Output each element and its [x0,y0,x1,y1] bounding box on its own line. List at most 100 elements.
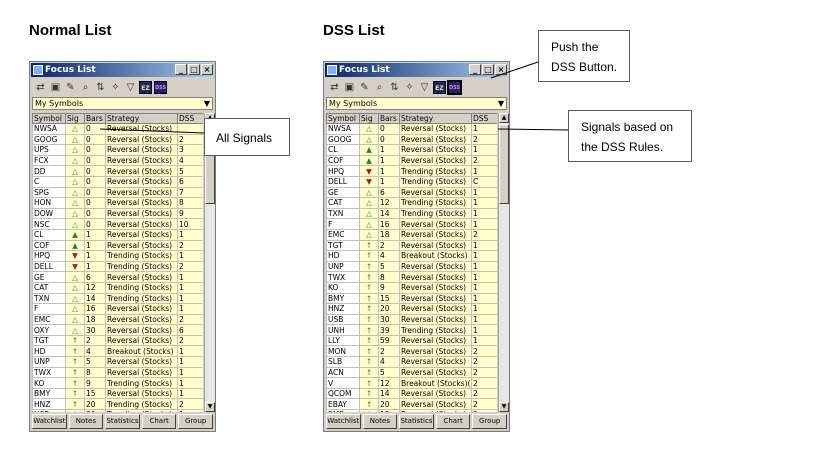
chevron-down-icon[interactable]: ▼ [203,99,210,108]
tab-chart[interactable]: Chart [435,414,471,429]
minimize-button[interactable]: _ [469,64,481,75]
tab-notes[interactable]: Notes [362,414,398,429]
signal-up-icon: ↑ [365,399,373,409]
callout-all-signals-text: All Signals [216,131,273,145]
signal-up-icon: △ [72,272,78,282]
minimize-button[interactable]: _ [175,64,187,75]
tab-chart[interactable]: Chart [141,414,177,429]
close-button[interactable]: × [201,64,213,75]
maximize-button[interactable]: □ [188,64,200,75]
sort-icon[interactable]: ⇅ [390,81,399,93]
filter-icon[interactable]: ▽ [126,81,135,93]
tab-group[interactable]: Group [472,414,507,429]
col-header-dss[interactable]: DSS [177,113,203,124]
ez-icon[interactable]: EZ [433,80,446,94]
scroll-thumb[interactable] [499,124,509,204]
dss-cell: 1 [177,292,203,305]
scroll-up-icon[interactable]: ▲ [499,113,509,123]
arrows-icon[interactable]: ⇄ [330,81,339,93]
wand-icon[interactable]: ✧ [111,81,120,93]
tab-group[interactable]: Group [178,414,213,429]
tab-watchlist[interactable]: Watchlist [326,414,361,429]
window-titlebar[interactable]: Focus List _ □ × [31,63,214,77]
window-titlebar[interactable]: Focus List _ □ × [325,63,508,77]
maximize-button[interactable]: □ [482,64,494,75]
pencil-icon[interactable]: ✎ [66,81,75,93]
col-header-dss[interactable]: DSS [471,113,497,124]
pencil-icon[interactable]: ✎ [360,81,369,93]
dss-cell: 1 [471,303,497,315]
tab-statistics[interactable]: Statistics [399,414,434,429]
dss-icon[interactable]: DSS [154,80,167,94]
tab-watchlist[interactable]: Watchlist [32,414,67,429]
list-selector-combo[interactable]: My Symbols ▼ [32,97,213,110]
ez-icon[interactable]: EZ [139,80,152,94]
chevron-down-icon[interactable]: ▼ [497,99,504,108]
windows-icon[interactable]: ▣ [344,81,355,93]
vertical-scrollbar[interactable]: ▲ ▼ [498,113,509,412]
wand-icon[interactable]: ✧ [405,81,414,93]
dss-icon[interactable]: DSS [447,79,462,95]
app-icon [33,65,43,75]
scroll-down-icon[interactable]: ▼ [205,402,215,412]
table-row[interactable]: USB↑30Trending (Stocks)1 [32,409,203,412]
list-selector-combo[interactable]: My Symbols ▼ [326,97,507,110]
filter-icon[interactable]: ▽ [420,81,429,93]
magnifier-icon[interactable]: ⌕ [82,81,89,93]
scroll-down-icon[interactable]: ▼ [499,402,509,412]
windows-icon[interactable]: ▣ [50,81,61,93]
sort-icon[interactable]: ⇅ [96,81,105,93]
magnifier-icon[interactable]: ⌕ [376,81,383,93]
signal-up-icon: ↑ [365,293,373,303]
tab-notes[interactable]: Notes [68,414,104,429]
dss-cell: 3 [471,409,497,412]
tab-statistics[interactable]: Statistics [105,414,140,429]
arrows-icon[interactable]: ⇄ [36,81,45,93]
